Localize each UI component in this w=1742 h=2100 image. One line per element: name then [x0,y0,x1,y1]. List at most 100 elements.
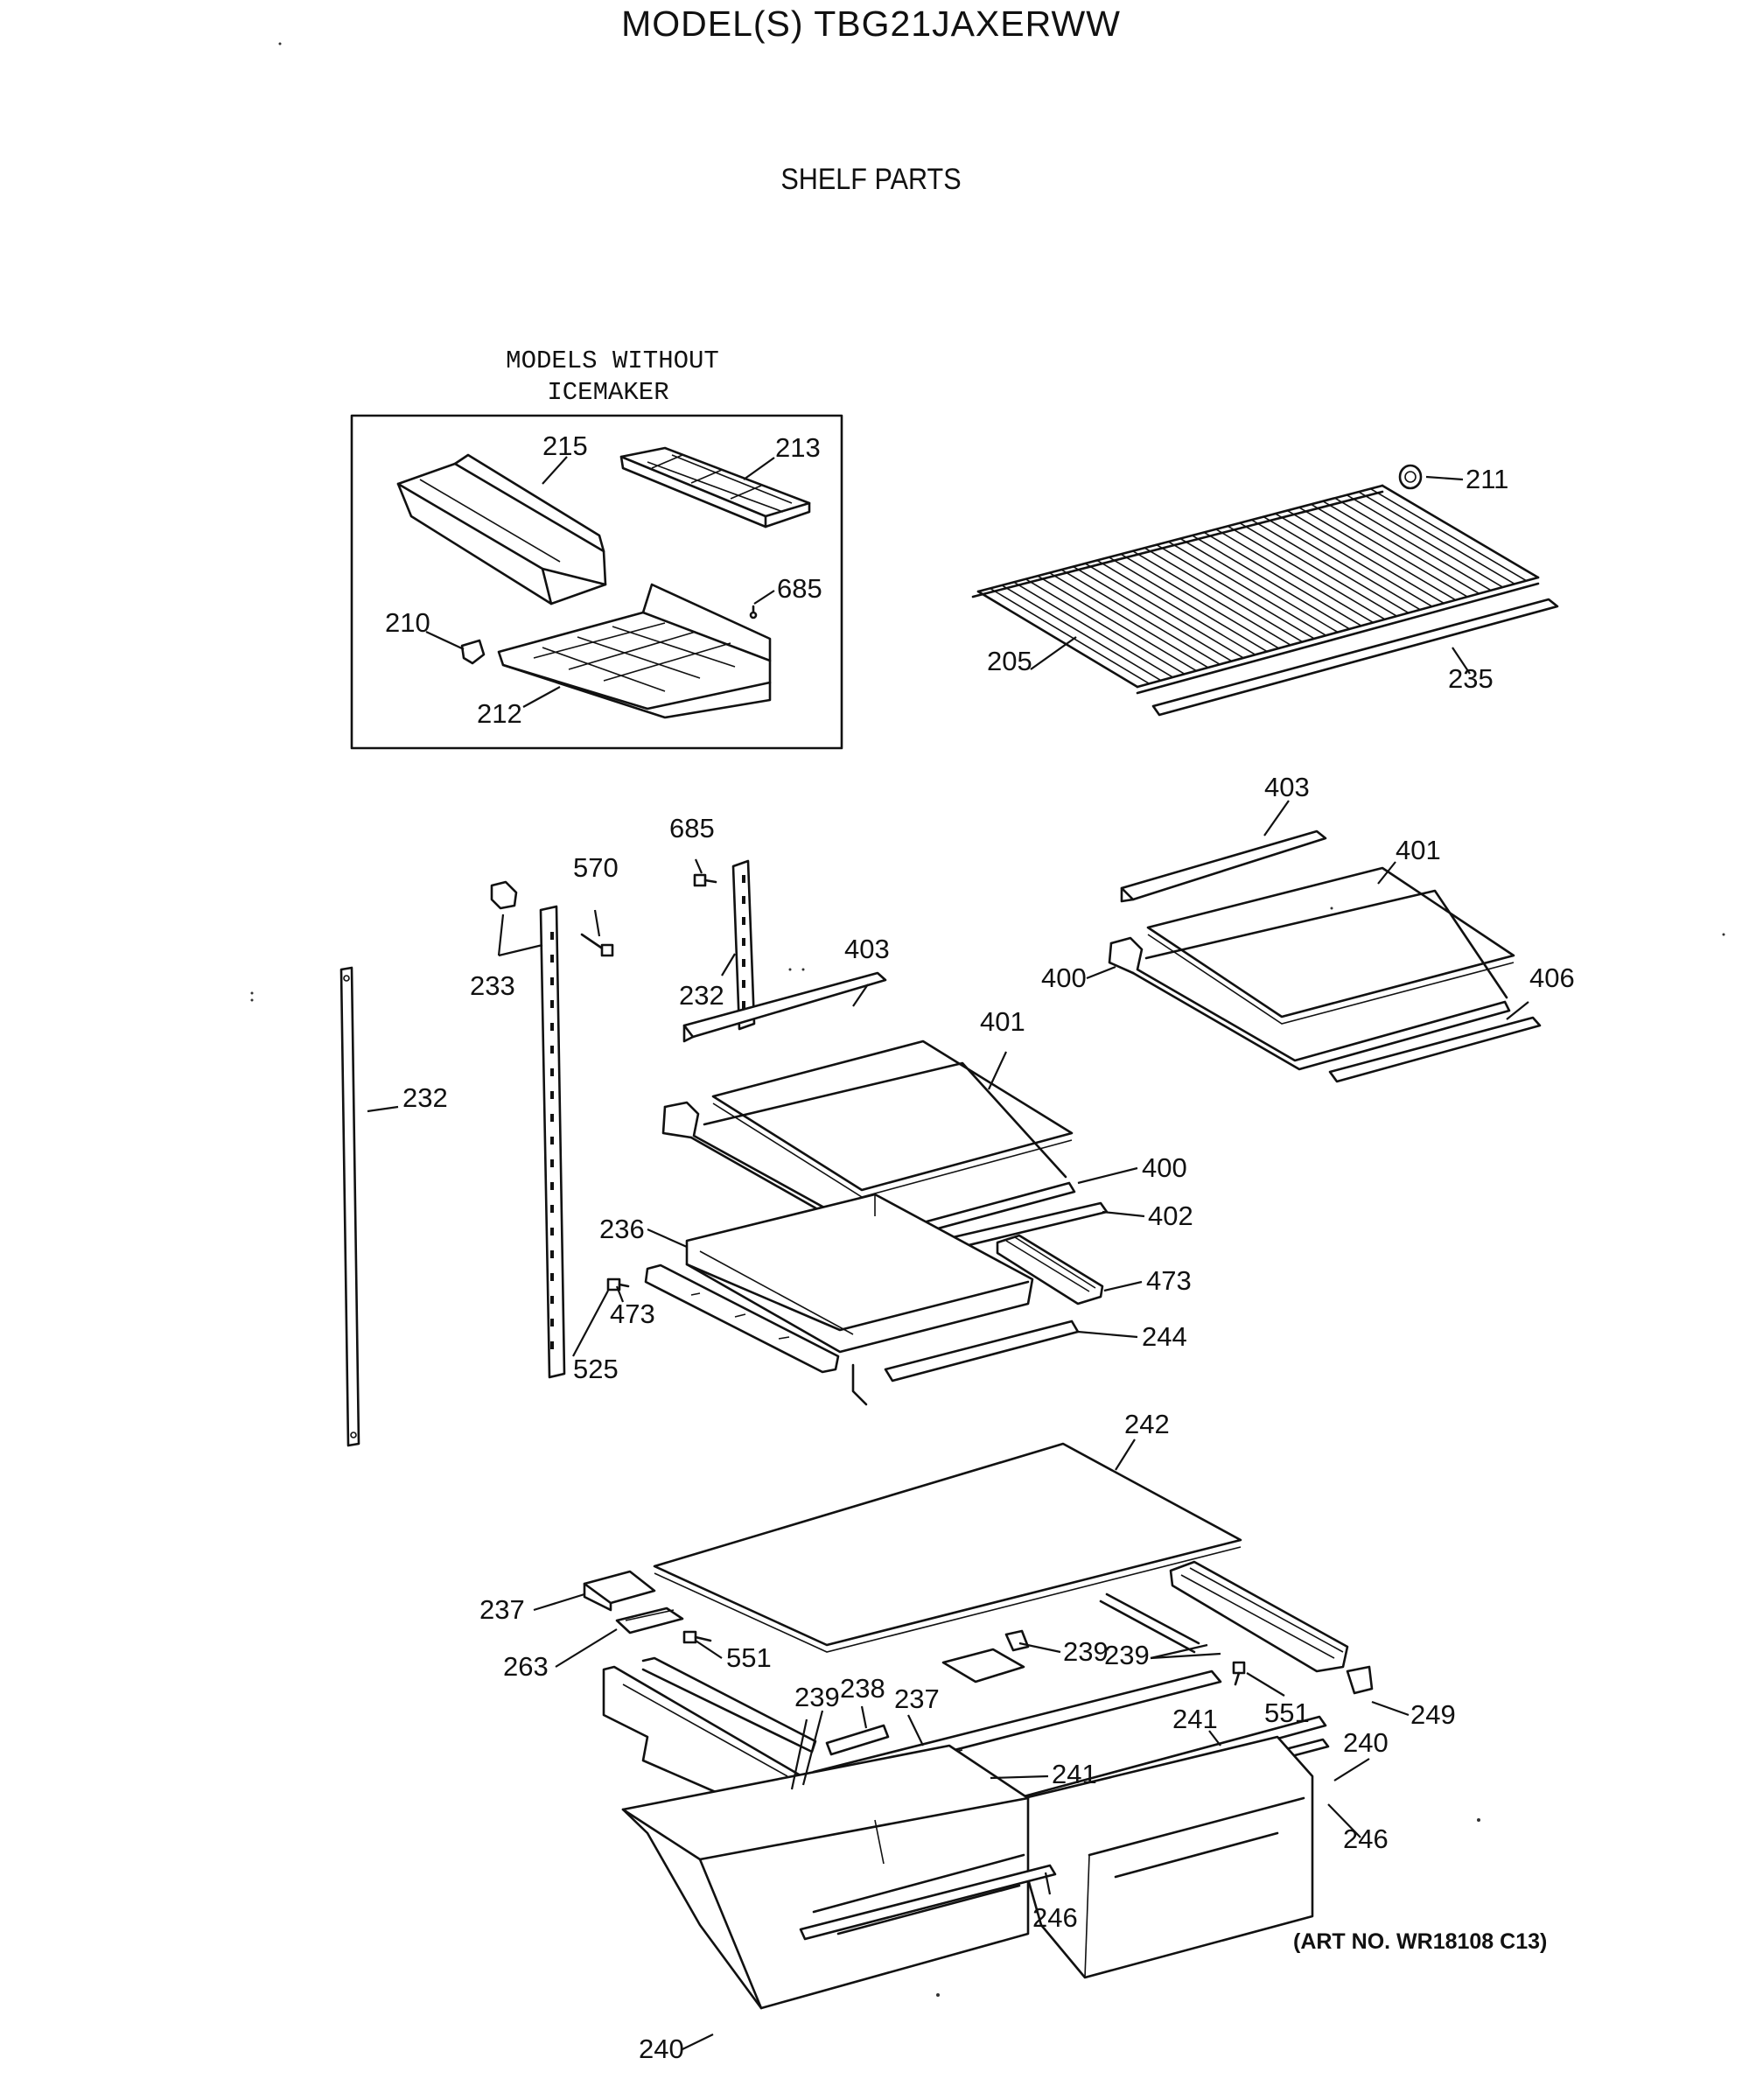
part-235-trim [1151,598,1559,717]
part-401-glass-center [711,1040,1074,1198]
wire-rod [1168,541,1326,636]
wire-rod [1192,535,1350,630]
callout-402: 402 [1148,1200,1193,1231]
wire-rod [1132,550,1291,646]
wire-rod [1025,578,1186,675]
callout-233: 233 [470,970,515,1001]
callout-237-left: 237 [479,1594,525,1625]
rail-slot [742,938,745,946]
callout-210: 210 [385,607,430,638]
callout-232-upper: 232 [679,980,724,1011]
part-242-glass-cover [653,1442,1242,1653]
callout-239-left: 239 [794,1682,840,1712]
rail-slot [550,1091,554,1099]
callout-685-inset: 685 [777,573,822,604]
part-473-slide-left [644,1264,840,1374]
part-403-trim-right [1120,830,1327,903]
part-249-stop [1346,1665,1374,1695]
part-239-rail-right [1169,1560,1349,1673]
callout-403-center: 403 [844,934,890,964]
callout-246-left: 246 [1032,1902,1078,1933]
wire-rod [1251,519,1410,614]
callout-labels: 215 213 685 210 212 211 205 235 403 401 … [385,430,1575,2064]
wire-rod [1156,543,1315,640]
rail-slot [550,1137,554,1144]
callout-473-right: 473 [1146,1265,1192,1296]
wire-rod [1358,491,1515,585]
part-246-handle-left [799,1864,1057,1941]
callout-213: 213 [775,432,821,463]
callout-241-center: 241 [1052,1759,1097,1789]
callout-473-left: 473 [610,1298,655,1329]
rail-slot [550,1296,554,1304]
part-403-trim-center [682,971,887,1043]
wire-rod [1144,547,1303,643]
wire-rod [1037,575,1197,672]
callout-570: 570 [573,852,619,883]
wire-rod [1179,537,1339,634]
callout-400-right: 400 [1041,962,1087,993]
rail-slot [550,1114,554,1122]
callout-401-center: 401 [980,1006,1025,1037]
callout-244: 244 [1142,1321,1187,1352]
callout-235: 235 [1448,663,1494,694]
callout-232-long: 232 [402,1082,448,1113]
wire-rod [1227,525,1386,620]
rail-slot [742,980,745,988]
wire-rod [1275,513,1433,607]
part-213-ice-tray [619,446,811,528]
rail-slot [550,1273,554,1281]
wire-rod [1084,563,1244,659]
callout-239-right: 239 [1104,1640,1150,1670]
rail-slot [550,1046,554,1054]
rail-slot [550,1319,554,1326]
rail-slot [742,917,745,925]
part-215-ice-bin [396,453,607,606]
rail-slot [550,1205,554,1213]
part-263-rail [615,1606,684,1634]
wire-rod [1060,569,1221,665]
art-number: (ART NO. WR18108 C13) [1293,1929,1548,1954]
part-232-slotted-rail-right [731,859,756,1031]
rail-slot [550,977,554,985]
wire-rod [1096,559,1256,655]
callout-551-left: 551 [726,1642,772,1673]
wire-rod [990,587,1150,685]
wire-rod [1346,494,1503,588]
part-205-wire-shelf [971,484,1540,695]
part-212-shelf [497,583,772,719]
rail-slot [742,896,745,904]
wire-rod [1311,503,1468,598]
part-239-supports-center [941,1592,1200,1684]
part-473-slide-right [996,1234,1104,1306]
callout-236: 236 [599,1214,645,1244]
part-551-screw-left [682,1630,712,1644]
part-211-stop [1398,464,1423,490]
rail-slot [550,1000,554,1008]
rail-slot [550,1228,554,1236]
part-240-crisper-left [621,1744,1030,2010]
part-232-long-rail [339,966,360,1447]
part-570-screw [580,933,614,957]
rail-slot [742,1001,745,1009]
rail-slot [550,1341,554,1349]
rail-slot [550,932,554,940]
wire-rod [1013,581,1173,678]
wire-rod [1298,507,1457,601]
part-400-frame-right [1108,889,1511,1071]
inset-caption-line2: ICEMAKER [547,378,668,407]
model-title: MODEL(S) TBG21JAXERWW [621,4,1121,44]
part-240-crisper-right [1004,1735,1314,1979]
wire-rod [1239,522,1397,617]
callout-238: 238 [840,1673,885,1704]
inset-caption-line1: MODELS WITHOUT [506,346,719,375]
rail-slot [742,959,745,967]
wire-rod [1286,509,1445,605]
part-406-trim [1328,1016,1542,1083]
callout-240-right: 240 [1343,1727,1389,1758]
callout-400-center: 400 [1142,1152,1187,1183]
part-685-screw-b [693,873,717,887]
part-210-clip [460,639,486,665]
leader-lines [367,456,1529,2050]
